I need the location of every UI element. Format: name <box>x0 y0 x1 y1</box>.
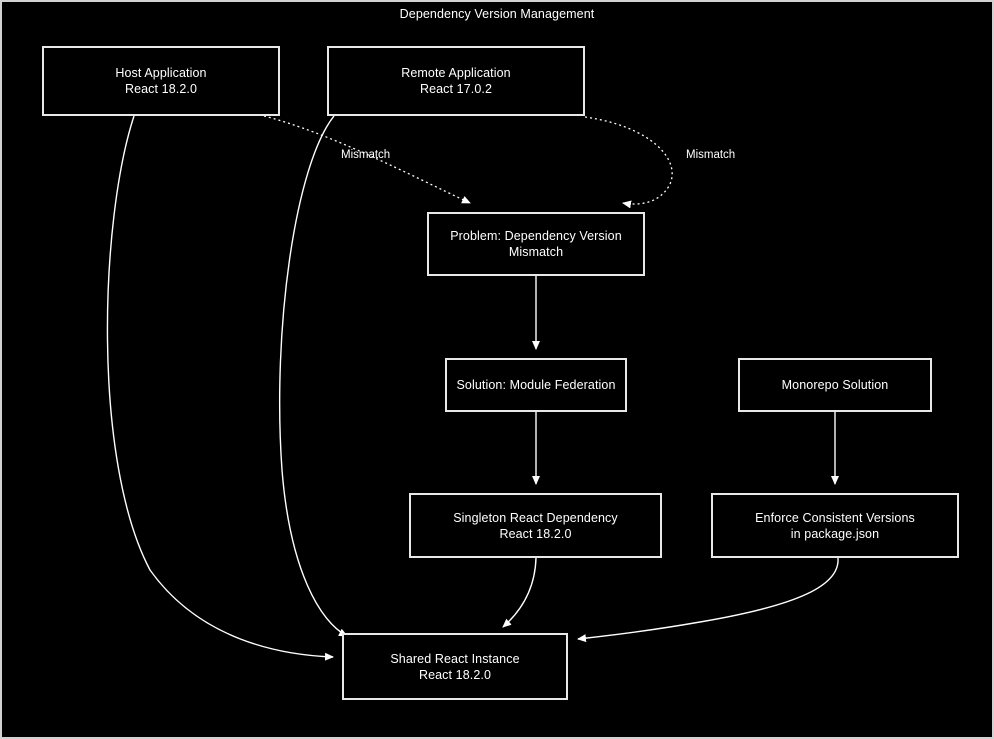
node-problem-label: Problem: Dependency Version Mismatch <box>450 229 622 259</box>
node-solution-module-federation-label: Solution: Module Federation <box>456 378 616 392</box>
edge-remote-to-shared <box>278 115 348 637</box>
node-remote-application-label: Remote Application React 17.0.2 <box>401 66 511 96</box>
node-host-application[interactable]: Host Application React 18.2.0 <box>42 46 280 116</box>
node-enforce-consistent-versions[interactable]: Enforce Consistent Versions in package.j… <box>711 493 959 558</box>
node-solution-module-federation[interactable]: Solution: Module Federation <box>445 358 627 412</box>
node-singleton-react-dependency-label: Singleton React Dependency React 18.2.0 <box>453 510 618 541</box>
edge-label-mismatch-left: Mismatch <box>341 149 391 161</box>
page-title: Dependency Version Management <box>399 7 595 21</box>
edge-singleton-to-shared <box>502 557 537 628</box>
edge-remote-to-problem <box>584 116 673 209</box>
edge-host-to-shared <box>106 115 334 661</box>
edge-enforce-to-shared <box>577 557 839 643</box>
node-shared-react-instance-label: Shared React Instance React 18.2.0 <box>390 651 520 682</box>
node-monorepo-solution-label: Monorepo Solution <box>781 378 889 392</box>
node-remote-application[interactable]: Remote Application React 17.0.2 <box>327 46 585 116</box>
node-shared-react-instance[interactable]: Shared React Instance React 18.2.0 <box>342 633 568 700</box>
node-enforce-consistent-versions-label: Enforce Consistent Versions in package.j… <box>755 510 915 541</box>
edge-label-mismatch-right: Mismatch <box>686 149 736 161</box>
node-monorepo-solution[interactable]: Monorepo Solution <box>738 358 932 412</box>
node-host-application-label: Host Application React 18.2.0 <box>115 66 207 96</box>
node-singleton-react-dependency[interactable]: Singleton React Dependency React 18.2.0 <box>409 493 662 558</box>
node-problem-dependency-version-mismatch[interactable]: Problem: Dependency Version Mismatch <box>427 212 645 276</box>
edge-host-to-problem <box>263 115 471 204</box>
